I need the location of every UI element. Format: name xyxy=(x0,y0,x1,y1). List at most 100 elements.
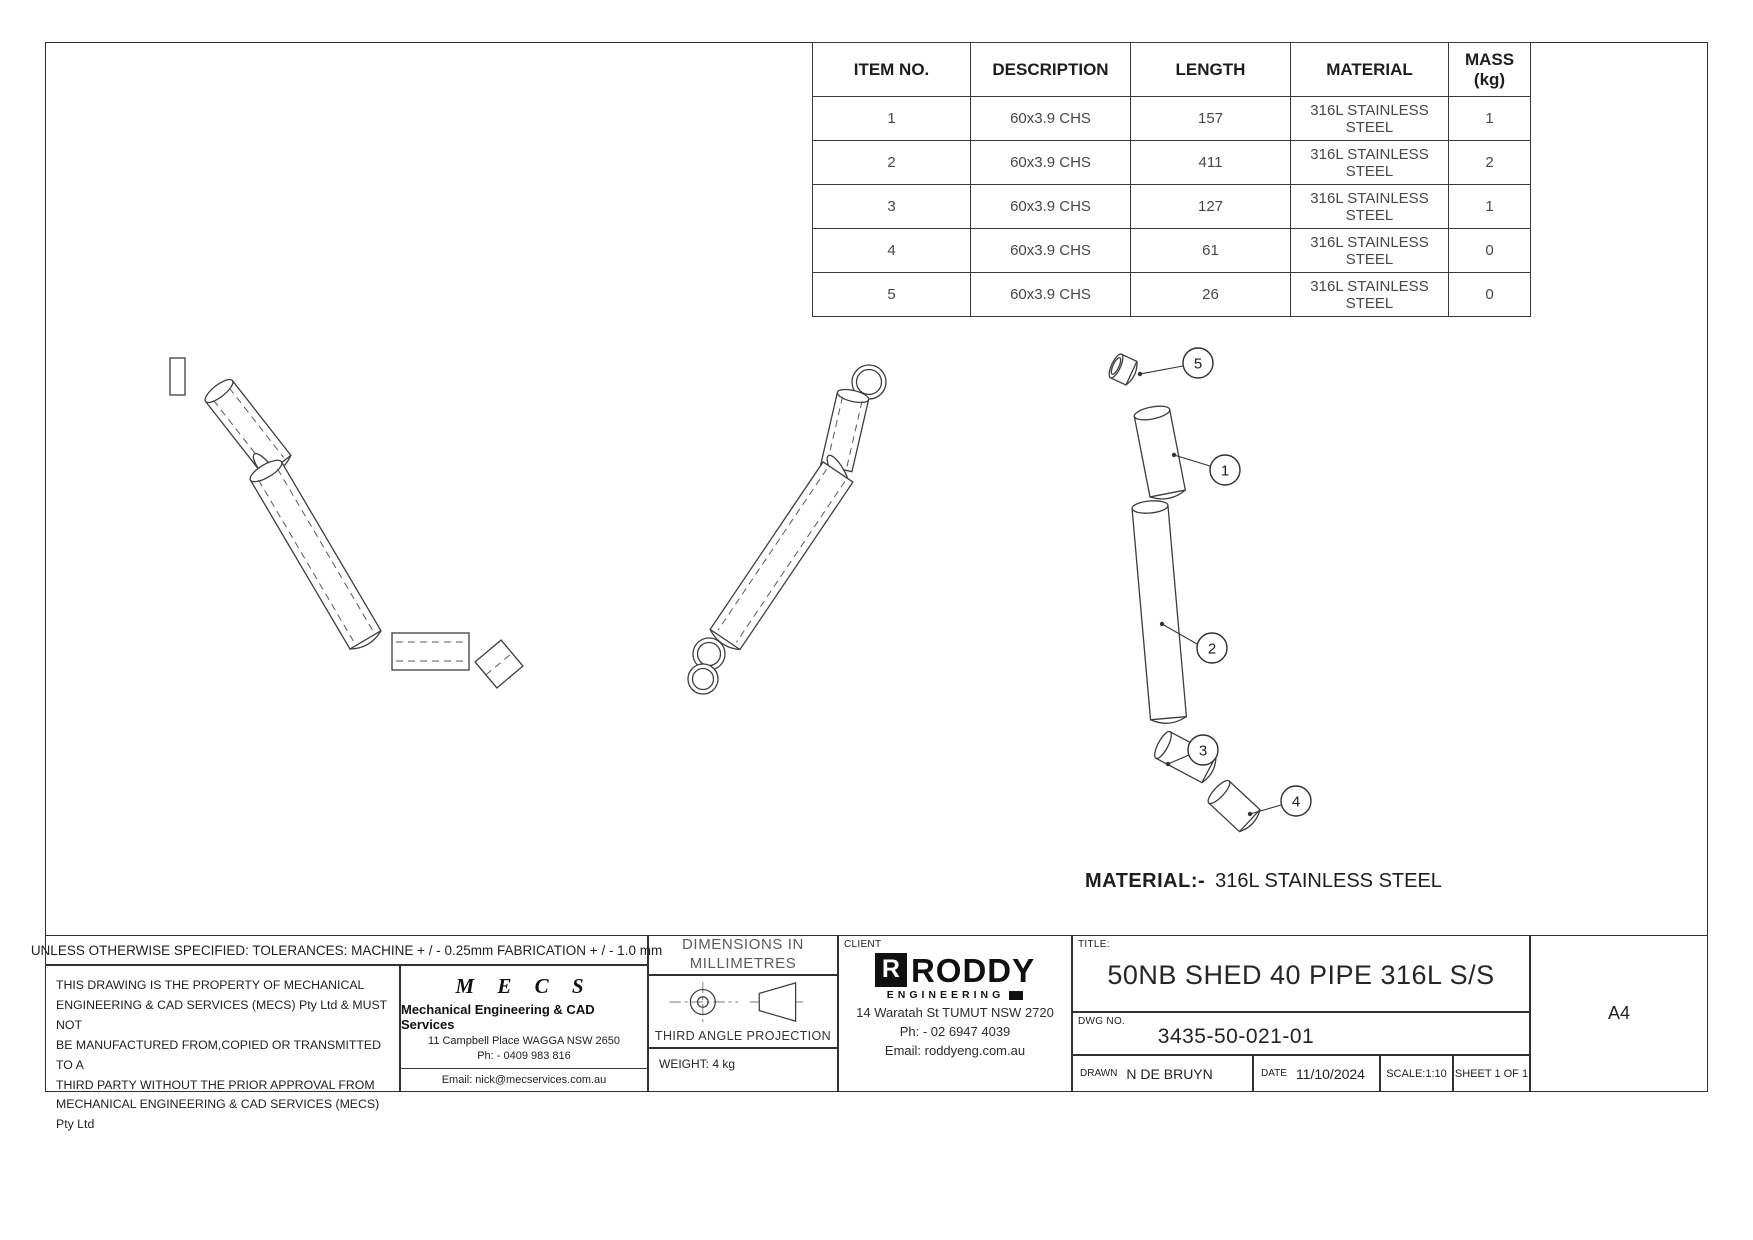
material-note: MATERIAL:- 316L STAINLESS STEEL xyxy=(1085,870,1442,893)
view-exploded: 5 1 2 3 xyxy=(1108,347,1312,833)
bom-cell-item: 1 xyxy=(812,96,971,141)
bom-cell-item: 4 xyxy=(812,228,971,273)
bom-cell-material: 316L STAINLESS STEEL xyxy=(1290,96,1449,141)
balloon-2-label: 2 xyxy=(1208,641,1216,658)
dimensions-note-line2: MILLIMETRES xyxy=(689,955,797,972)
part-item3 xyxy=(1154,730,1217,784)
client-label: CLIENT xyxy=(844,939,882,950)
page-title: 50NB SHED 40 PIPE 316L S/S xyxy=(1107,960,1495,990)
dimensions-note-cell: DIMENSIONS IN MILLIMETRES xyxy=(648,935,838,975)
drawn-label: DRAWN xyxy=(1080,1068,1118,1079)
bom-header-material: MATERIAL xyxy=(1290,42,1449,97)
pipe-item2-front xyxy=(249,459,382,650)
table-row: 3 60x3.9 CHS 127 316L STAINLESS STEEL 1 xyxy=(812,184,1531,229)
table-row: 5 60x3.9 CHS 26 316L STAINLESS STEEL 0 xyxy=(812,272,1531,317)
paper-size-value: A4 xyxy=(1607,1003,1631,1023)
roddy-logo-name: RODDY xyxy=(910,951,1036,989)
material-note-label: MATERIAL:- xyxy=(1085,870,1206,892)
mecs-company-name: Mechanical Engineering & CAD Services xyxy=(401,1002,595,1032)
bom-cell-length: 61 xyxy=(1130,228,1291,273)
dwg-no-label: DWG NO. xyxy=(1078,1016,1126,1027)
bom-cell-item: 2 xyxy=(812,140,971,185)
part-item4-front xyxy=(474,639,524,689)
property-line: THIRD PARTY WITHOUT THE PRIOR APPROVAL F… xyxy=(56,1077,375,1092)
bom-cell-mass: 0 xyxy=(1448,228,1531,273)
balloon-1-label: 1 xyxy=(1221,463,1229,480)
balloon-4-label: 4 xyxy=(1292,794,1300,811)
weight-cell: WEIGHT: 4 kg xyxy=(648,1048,838,1092)
drawing-number-cell: DWG NO. 3435-50-021-01 xyxy=(1072,1012,1530,1055)
projection-cell: THIRD ANGLE PROJECTION xyxy=(648,975,838,1048)
paper-size-cell: A4 xyxy=(1530,935,1708,1092)
bom-cell-description: 60x3.9 CHS xyxy=(970,140,1131,185)
bom-cell-material: 316L STAINLESS STEEL xyxy=(1290,228,1449,273)
drawn-by-cell: DRAWN N DE BRUYN xyxy=(1072,1055,1253,1092)
bom-cell-description: 60x3.9 CHS xyxy=(970,96,1131,141)
balloon-1: 1 xyxy=(1171,452,1241,486)
bom-header-description: DESCRIPTION xyxy=(970,42,1131,97)
property-line: THIS DRAWING IS THE PROPERTY OF MECHANIC… xyxy=(56,978,365,992)
part-item2 xyxy=(1131,500,1188,724)
property-line: MECHANICAL ENGINEERING & CAD SERVICES (M… xyxy=(56,1097,380,1132)
property-notice-cell: THIS DRAWING IS THE PROPERTY OF MECHANIC… xyxy=(45,965,400,1131)
bom-header-mass: MASS (kg) xyxy=(1448,42,1531,97)
bom-cell-length: 411 xyxy=(1130,140,1291,185)
tolerances-cell: UNLESS OTHERWISE SPECIFIED: TOLERANCES: … xyxy=(31,935,662,965)
bom-cell-item: 5 xyxy=(812,272,971,317)
bom-header-item: ITEM NO. xyxy=(812,42,971,97)
pipe-end-circle-top xyxy=(851,364,887,400)
roddy-logo-bar xyxy=(1009,990,1024,1000)
third-angle-projection-icon xyxy=(669,981,804,1023)
tolerances-text: UNLESS OTHERWISE SPECIFIED: TOLERANCES: … xyxy=(30,942,663,958)
scale-cell: SCALE:1:10 xyxy=(1380,1055,1453,1092)
part-item4 xyxy=(1207,779,1261,833)
client-phone: Ph: - 02 6947 4039 xyxy=(899,1024,1011,1039)
bom-cell-length: 127 xyxy=(1130,184,1291,229)
client-address: 14 Waratah St TUMUT NSW 2720 xyxy=(856,1005,1054,1020)
balloon-4: 4 xyxy=(1247,785,1312,817)
bom-cell-material: 316L STAINLESS STEEL xyxy=(1290,272,1449,317)
material-note-value: 316L STAINLESS STEEL xyxy=(1215,870,1442,892)
roddy-subtitle-text: ENGINEERING xyxy=(886,989,1005,1001)
bom-header-row: ITEM NO. DESCRIPTION LENGTH MATERIAL MAS… xyxy=(812,42,1531,97)
balloon-3-label: 3 xyxy=(1199,743,1207,760)
view-side xyxy=(687,364,887,695)
pipe-item2-side xyxy=(709,461,854,651)
balloon-5-label: 5 xyxy=(1194,356,1202,373)
mecs-cell: M E C S Mechanical Engineering & CAD Ser… xyxy=(400,965,648,1092)
roddy-logo: R RODDY xyxy=(874,951,1036,989)
mecs-phone: Ph: - 0409 983 816 xyxy=(477,1050,571,1062)
sheet-value: SHEET 1 OF 1 xyxy=(1454,1067,1529,1080)
mecs-address: 11 Campbell Place WAGGA NSW 2650 xyxy=(428,1035,620,1047)
bom-cell-length: 157 xyxy=(1130,96,1291,141)
dimensions-note-line1: DIMENSIONS IN xyxy=(682,936,804,954)
date-value: 11/10/2024 xyxy=(1295,1065,1365,1082)
property-line: ENGINEERING & CAD SERVICES (MECS) Pty Lt… xyxy=(56,997,387,1032)
sheet-cell: SHEET 1 OF 1 xyxy=(1453,1055,1530,1092)
bom-cell-mass: 1 xyxy=(1448,96,1531,141)
pipe-end-circles-bottom xyxy=(687,637,726,695)
mecs-email: Email: nick@mecservices.com.au xyxy=(401,1068,647,1086)
projection-label: THIRD ANGLE PROJECTION xyxy=(654,1029,832,1043)
balloon-2: 2 xyxy=(1159,621,1228,664)
table-row: 4 60x3.9 CHS 61 316L STAINLESS STEEL 0 xyxy=(812,228,1531,273)
bom-cell-mass: 1 xyxy=(1448,184,1531,229)
mecs-logo: M E C S xyxy=(455,974,593,998)
view-front xyxy=(169,357,524,689)
property-line: BE MANUFACTURED FROM,COPIED OR TRANSMITT… xyxy=(56,1037,381,1072)
table-row: 1 60x3.9 CHS 157 316L STAINLESS STEEL 1 xyxy=(812,96,1531,141)
client-email: Email: roddyeng.com.au xyxy=(884,1043,1026,1058)
bom-table: ITEM NO. DESCRIPTION LENGTH MATERIAL MAS… xyxy=(812,42,1531,317)
part-item3-front xyxy=(391,632,470,671)
roddy-logo-subtitle: ENGINEERING xyxy=(887,989,1024,1001)
title-label: TITLE: xyxy=(1078,939,1110,950)
bom-cell-description: 60x3.9 CHS xyxy=(970,228,1131,273)
bom-cell-material: 316L STAINLESS STEEL xyxy=(1290,140,1449,185)
drawn-value: N DE BRUYN xyxy=(1126,1065,1213,1082)
client-cell: CLIENT R RODDY ENGINEERING 14 Waratah St… xyxy=(838,935,1072,1092)
date-cell: DATE 11/10/2024 xyxy=(1253,1055,1380,1092)
balloon-5: 5 xyxy=(1137,347,1214,379)
bom-cell-description: 60x3.9 CHS xyxy=(970,272,1131,317)
